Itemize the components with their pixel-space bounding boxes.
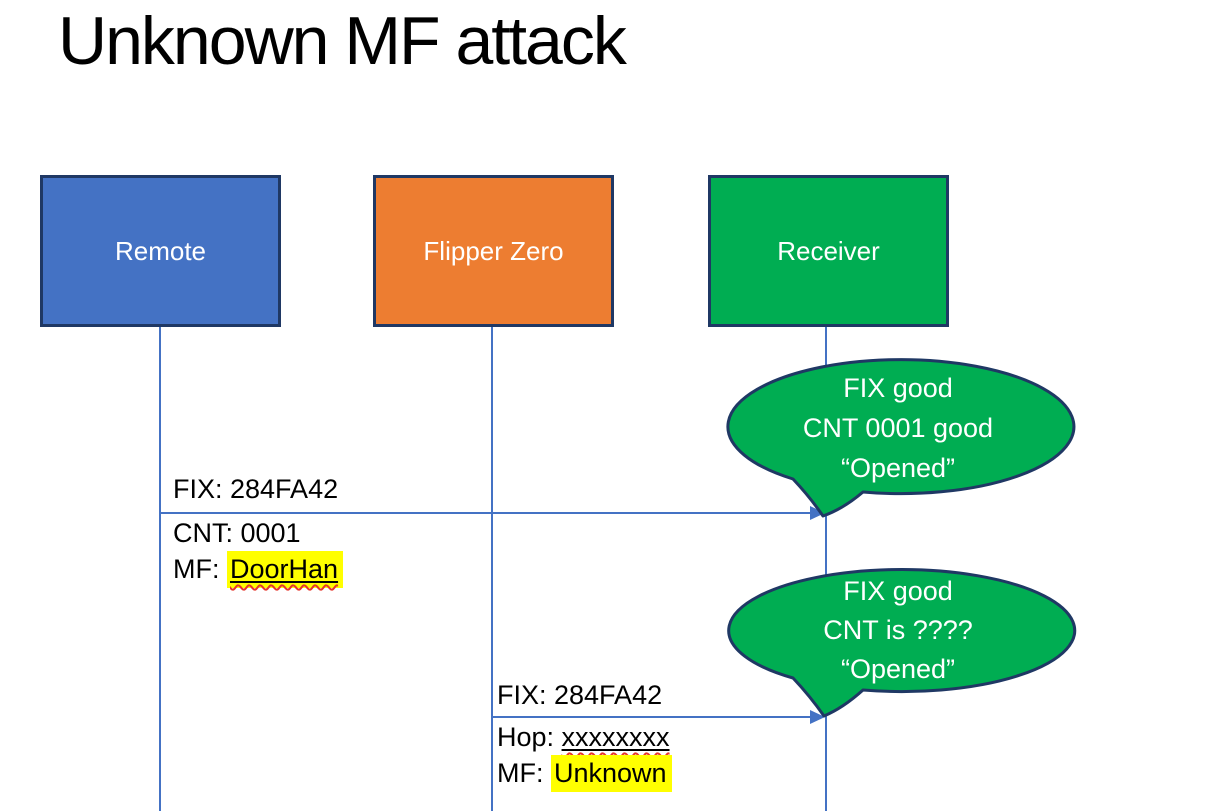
speech-bubble-icon bbox=[726, 358, 1076, 518]
message2-hop-prefix: Hop: bbox=[497, 722, 562, 752]
remote-lifeline bbox=[159, 327, 161, 811]
message1-fix-label: FIX: 284FA42 bbox=[173, 474, 339, 504]
actor-box-flipper-zero: Flipper Zero bbox=[373, 175, 614, 327]
message2-hop-underline: xxxxxxxx bbox=[562, 722, 670, 752]
actor-label-remote: Remote bbox=[114, 235, 207, 266]
actor-label-flipper-zero: Flipper Zero bbox=[423, 235, 564, 266]
actor-box-remote: Remote bbox=[40, 175, 281, 327]
callout2-line2: CNT is ???? bbox=[823, 615, 973, 645]
speech-bubble-icon bbox=[727, 568, 1077, 718]
callout1-line3: “Opened” bbox=[840, 453, 956, 483]
message2-hop-label: Hop: xxxxxxxx bbox=[497, 722, 670, 753]
message2-mf-value: Unknown bbox=[551, 755, 672, 792]
message2-mf-label: MF: Unknown bbox=[497, 755, 672, 792]
message1-mf-highlight: DoorHan bbox=[227, 551, 344, 588]
message2-fix-label: FIX: 284FA42 bbox=[497, 680, 663, 710]
message2-mf-prefix: MF: bbox=[497, 758, 551, 788]
receiver-callout-1-shape bbox=[726, 358, 1076, 518]
receiver-callout-2-text: FIX good CNT is ???? “Opened” bbox=[725, 572, 1071, 689]
callout1-line1: FIX good bbox=[843, 373, 953, 403]
callout2-line1: FIX good bbox=[843, 576, 953, 606]
actor-label-receiver: Receiver bbox=[777, 235, 880, 266]
message1-mf-label: MF: DoorHan bbox=[173, 551, 344, 588]
callout1-line2: CNT 0001 good bbox=[802, 413, 994, 443]
message1-mf-underline: DoorHan bbox=[230, 554, 338, 584]
callout2-line3: “Opened” bbox=[840, 654, 956, 684]
actor-box-receiver: Receiver bbox=[708, 175, 949, 327]
message1-mf-prefix: MF: bbox=[173, 554, 227, 584]
receiver-callout-2-shape bbox=[727, 568, 1077, 718]
message1-cnt-label: CNT: 0001 bbox=[173, 518, 301, 548]
receiver-callout-1-text: FIX good CNT 0001 good “Opened” bbox=[725, 368, 1071, 488]
receiver-lifeline bbox=[825, 327, 827, 811]
message1-mf-value: DoorHan bbox=[230, 554, 339, 584]
message1-arrow-line bbox=[160, 512, 811, 514]
flipper-zero-lifeline bbox=[491, 327, 493, 811]
message2-hop-value: xxxxxxxx bbox=[561, 722, 670, 752]
message2-arrow-line bbox=[492, 716, 811, 718]
page-title: Unknown MF attack bbox=[58, 3, 627, 79]
